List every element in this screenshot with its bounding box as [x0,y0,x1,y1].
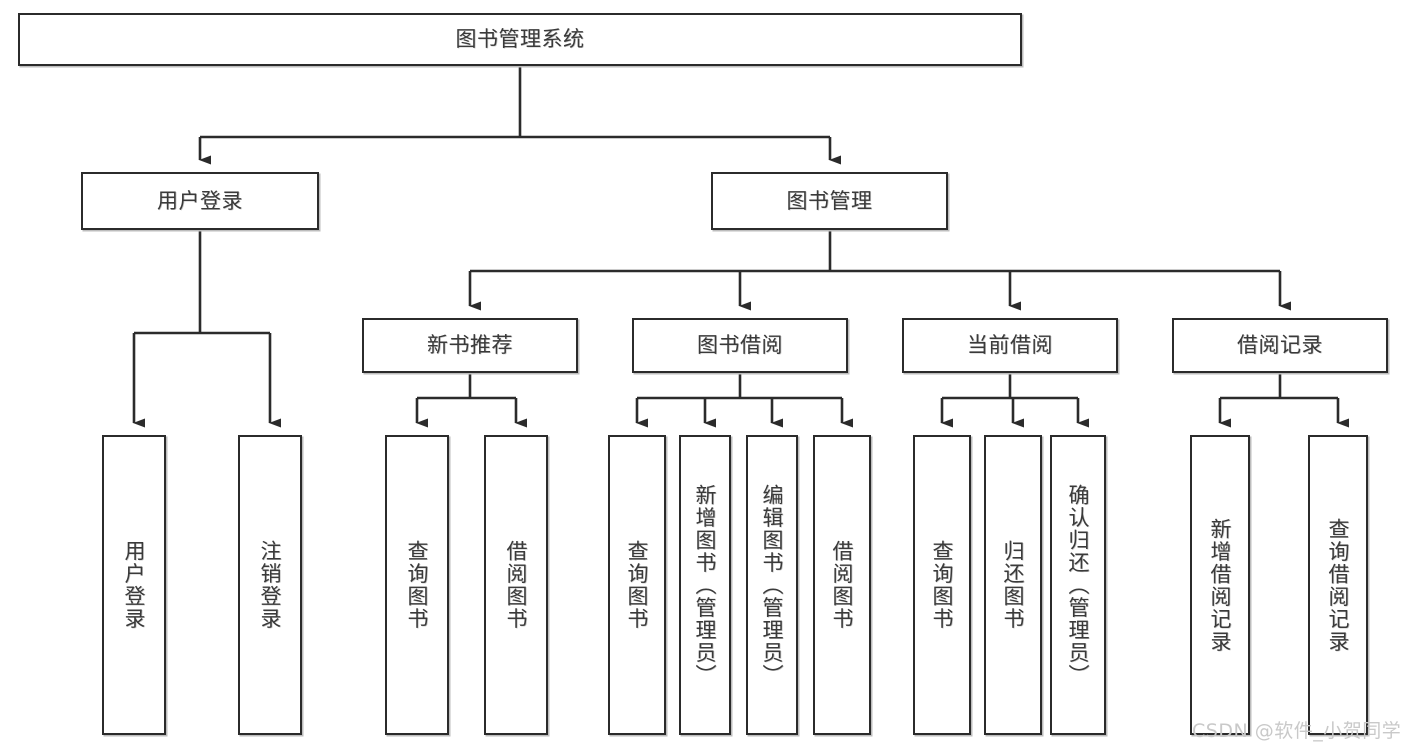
node-leaf-user-login[interactable]: 用户登录 [102,435,166,735]
node-leaf-borrow-query-book-label: 查询图书 [625,540,650,630]
node-book-borrow-label: 图书借阅 [697,333,783,358]
node-leaf-borrow-add-book[interactable]: 新增图书（管理员） [679,435,731,735]
node-new-book-rec-label: 新书推荐 [427,333,513,358]
node-leaf-rec-query-book[interactable]: 查询图书 [385,435,449,735]
node-leaf-user-login-label: 用户登录 [122,540,147,630]
node-book-manage-label: 图书管理 [786,188,873,213]
node-borrow-record-label: 借阅记录 [1237,333,1323,358]
node-root-label: 图书管理系统 [455,27,585,52]
node-user-login[interactable]: 用户登录 [81,172,319,230]
node-leaf-cur-query-book[interactable]: 查询图书 [913,435,971,735]
node-leaf-cur-confirm-return-label: 确认归还（管理员） [1066,483,1091,687]
node-leaf-borrow-edit-book-label: 编辑图书（管理员） [760,483,785,687]
node-leaf-borrow-query-book[interactable]: 查询图书 [608,435,666,735]
node-leaf-rec-query-record-label: 查询借阅记录 [1326,517,1351,653]
node-user-login-label: 用户登录 [157,188,243,213]
node-book-manage[interactable]: 图书管理 [711,172,948,230]
node-leaf-rec-borrow-book-label: 借阅图书 [504,540,529,630]
node-new-book-rec[interactable]: 新书推荐 [362,318,578,373]
node-leaf-cur-return-book[interactable]: 归还图书 [984,435,1042,735]
node-leaf-borrow-edit-book[interactable]: 编辑图书（管理员） [746,435,798,735]
node-root[interactable]: 图书管理系统 [18,13,1022,66]
node-leaf-rec-borrow-book[interactable]: 借阅图书 [484,435,548,735]
node-leaf-rec-add-record-label: 新增借阅记录 [1208,517,1233,653]
node-current-borrow[interactable]: 当前借阅 [902,318,1118,373]
node-leaf-cur-return-book-label: 归还图书 [1001,540,1026,630]
node-leaf-cur-query-book-label: 查询图书 [930,540,955,630]
node-book-borrow[interactable]: 图书借阅 [632,318,848,373]
node-leaf-logout-label: 注销登录 [258,540,283,630]
node-leaf-rec-query-book-label: 查询图书 [405,540,430,630]
node-leaf-borrow-borrow-book-label: 借阅图书 [830,540,855,630]
node-leaf-borrow-add-book-label: 新增图书（管理员） [693,483,718,687]
node-leaf-borrow-borrow-book[interactable]: 借阅图书 [813,435,871,735]
node-leaf-logout[interactable]: 注销登录 [238,435,302,735]
node-leaf-cur-confirm-return[interactable]: 确认归还（管理员） [1050,435,1106,735]
node-leaf-rec-query-record[interactable]: 查询借阅记录 [1308,435,1368,735]
node-current-borrow-label: 当前借阅 [967,333,1053,358]
node-borrow-record[interactable]: 借阅记录 [1172,318,1388,373]
node-leaf-rec-add-record[interactable]: 新增借阅记录 [1190,435,1250,735]
